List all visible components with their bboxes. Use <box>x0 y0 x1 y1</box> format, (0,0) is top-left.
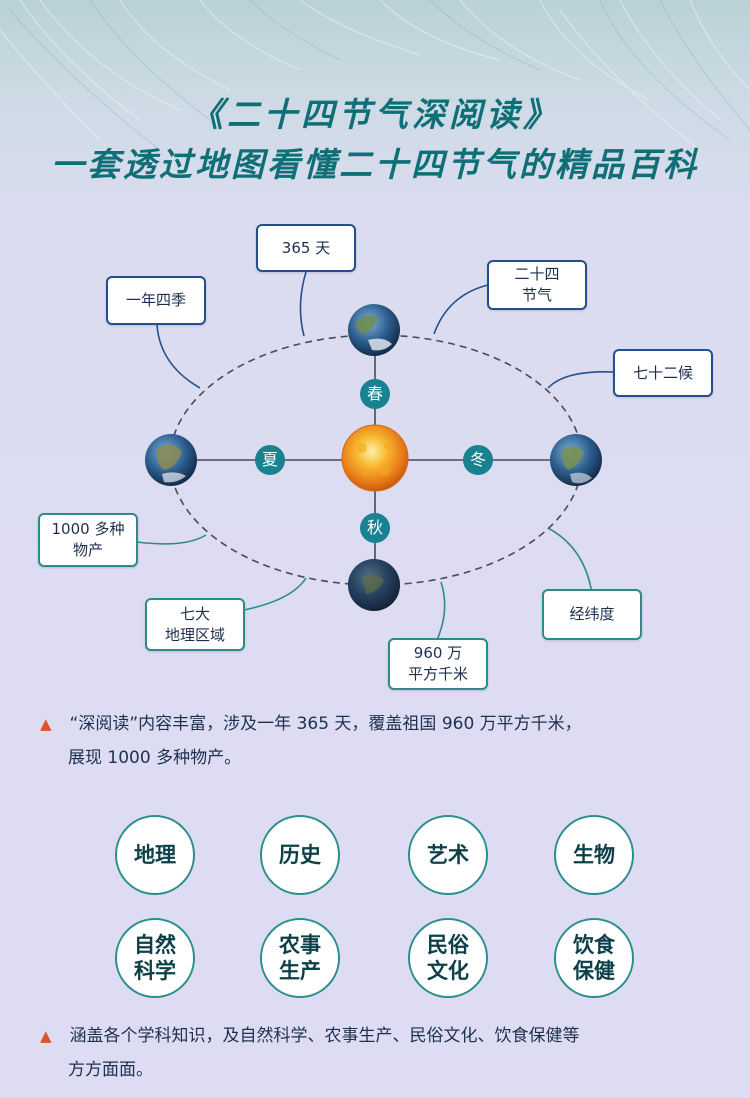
label-days: 365 天 <box>256 224 356 272</box>
label-pentads: 七十二候 <box>613 349 713 397</box>
subject-natural-science: 自然 科学 <box>115 918 195 998</box>
note-coverage-line-2: 方方面面。 <box>68 1060 153 1080</box>
note-content: ▲ “深阅读”内容丰富，涉及一年 365 天，覆盖祖国 960 万平方千米， 展现… <box>40 707 720 775</box>
connector-seasons <box>156 324 201 389</box>
connector-regions <box>243 577 307 611</box>
triangle-bullet-icon: ▲ <box>40 1027 52 1045</box>
earth-globe-icon-left <box>145 434 197 486</box>
label-solar-terms: 二十四 节气 <box>487 260 587 310</box>
season-winter-badge: 冬 <box>463 445 493 475</box>
connector-area <box>436 581 446 641</box>
connector-days <box>299 271 307 337</box>
earth-globe-icon-bottom <box>348 559 400 611</box>
connector-coordinates <box>547 527 593 595</box>
earth-globe-icon-right <box>550 434 602 486</box>
connector-pentads <box>547 371 615 389</box>
triangle-bullet-icon: ▲ <box>40 715 52 733</box>
earth-globe-icon-top <box>348 304 400 356</box>
label-products: 1000 多种 物产 <box>38 513 138 567</box>
label-seasons: 一年四季 <box>106 276 206 325</box>
connector-products <box>136 534 207 545</box>
note-coverage: ▲ 涵盖各个学科知识，及自然科学、农事生产、民俗文化、饮食保健等 方方面面。 <box>40 1019 720 1087</box>
subject-agriculture: 农事 生产 <box>260 918 340 998</box>
season-spring-badge: 春 <box>360 379 390 409</box>
label-regions: 七大 地理区域 <box>145 598 245 651</box>
label-coordinates: 经纬度 <box>542 589 642 640</box>
subject-folk-culture: 民俗 文化 <box>408 918 488 998</box>
subject-diet-health: 饮食 保健 <box>554 918 634 998</box>
title-line-1: 《二十四节气深阅读》 <box>190 95 560 134</box>
season-autumn-badge: 秋 <box>360 513 390 543</box>
season-summer-badge: 夏 <box>255 445 285 475</box>
subject-art: 艺术 <box>408 815 488 895</box>
note-content-line-2: 展现 1000 多种物产。 <box>68 748 242 768</box>
sun-icon <box>341 424 409 492</box>
subject-geography: 地理 <box>115 815 195 895</box>
note-coverage-line-1: 涵盖各个学科知识，及自然科学、农事生产、民俗文化、饮食保健等 <box>69 1026 580 1046</box>
subject-biology: 生物 <box>554 815 634 895</box>
title-line-2: 一套透过地图看懂二十四节气的精品百科 <box>51 145 699 184</box>
orbit-diagram <box>136 271 615 641</box>
label-area: 960 万 平方千米 <box>388 638 488 690</box>
connector-solar-terms <box>433 284 489 335</box>
subject-history: 历史 <box>260 815 340 895</box>
note-content-line-1: “深阅读”内容丰富，涉及一年 365 天，覆盖祖国 960 万平方千米， <box>69 714 582 734</box>
